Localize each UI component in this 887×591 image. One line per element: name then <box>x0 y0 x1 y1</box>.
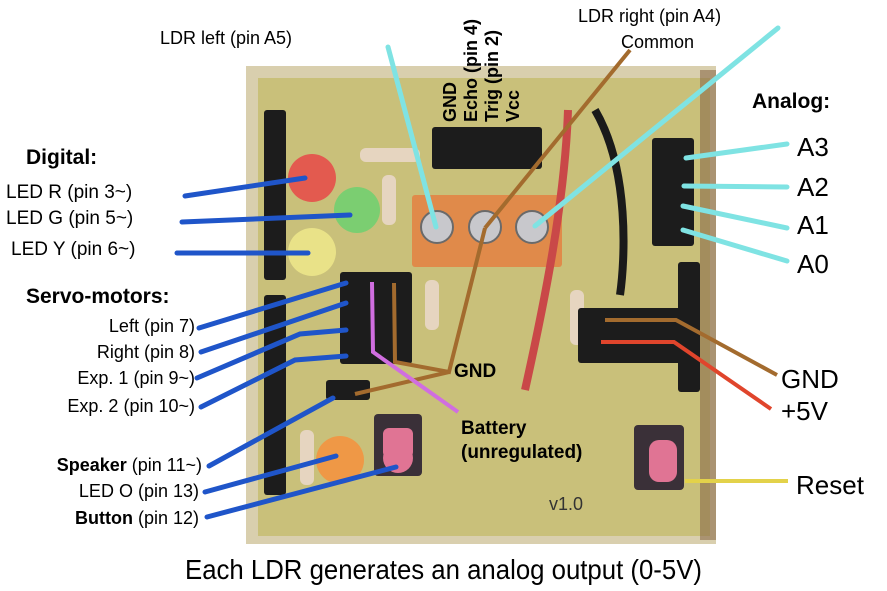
inner-gnd-label: GND <box>454 361 497 382</box>
power-vcc-label: +5V <box>781 396 828 426</box>
line-ldr-right <box>532 25 781 229</box>
servo-exp2-label: Exp. 2 (pin 10~) <box>67 396 195 416</box>
line-led-r <box>182 175 308 199</box>
pcb-shadow <box>700 70 716 540</box>
ldr-left-label: LDR left (pin A5) <box>160 28 293 48</box>
battery-note-label: (unregulated) <box>461 442 583 463</box>
button-label: Button (pin 12) <box>74 508 199 528</box>
us-trig-label: Trig (pin 2) <box>482 30 502 122</box>
ldr-right-label: LDR right (pin A4) <box>578 6 722 26</box>
line-battery <box>370 281 460 414</box>
led-g-label: LED G (pin 5~) <box>6 208 134 229</box>
ldr-caption: Each LDR generates an analog output (0-5… <box>185 554 702 585</box>
us-echo-label: Echo (pin 4) <box>461 19 481 122</box>
line-gnd-power <box>605 318 778 377</box>
analog-lines <box>385 25 790 264</box>
line-common <box>483 48 632 230</box>
servo-header <box>340 272 412 364</box>
red-wire <box>521 109 572 391</box>
ultrasonic-header <box>432 127 542 169</box>
us-vcc-label: Vcc <box>503 89 523 122</box>
ldr-screw-terminal <box>412 195 562 267</box>
led-r-label: LED R (pin 3~) <box>6 182 133 203</box>
led-y-label: LED Y (pin 6~) <box>11 239 136 260</box>
analog-a2-label: A2 <box>797 172 829 202</box>
analog-a3-label: A3 <box>797 132 829 162</box>
line-vcc-power <box>601 340 773 411</box>
led-green <box>334 187 380 233</box>
analog-heading: Analog: <box>752 90 831 113</box>
analog-header <box>652 138 694 246</box>
line-ldr-left <box>385 44 439 230</box>
line-led-g <box>179 212 353 225</box>
power-gnd-label: GND <box>781 364 839 394</box>
black-wire <box>591 107 628 296</box>
analog-a1-label: A1 <box>797 210 829 240</box>
reset-label: Reset <box>796 470 864 500</box>
led-o-label: LED O (pin 13) <box>78 481 199 501</box>
analog-a0-label: A0 <box>797 249 829 279</box>
us-gnd-label: GND <box>440 82 460 122</box>
servo-exp1-label: Exp. 1 (pin 9~) <box>77 368 195 388</box>
power-header <box>578 308 690 363</box>
led-orange <box>316 436 364 484</box>
speaker-label: Speaker (pin 11~) <box>56 455 202 475</box>
digital-lines <box>174 175 399 520</box>
digital-heading: Digital: <box>26 146 98 169</box>
board-version: v1.0 <box>549 494 584 514</box>
led-yellow <box>288 228 336 276</box>
servo-right-label: Right (pin 8) <box>96 342 195 362</box>
led-red <box>288 154 336 202</box>
reset-button <box>634 425 684 490</box>
servo-left-label: Left (pin 7) <box>108 316 195 336</box>
gnd-lines <box>354 48 778 396</box>
battery-label: Battery <box>461 418 527 439</box>
servo-heading: Servo-motors: <box>26 285 170 308</box>
user-button <box>374 414 422 476</box>
ldr-common-label: Common <box>621 32 695 52</box>
